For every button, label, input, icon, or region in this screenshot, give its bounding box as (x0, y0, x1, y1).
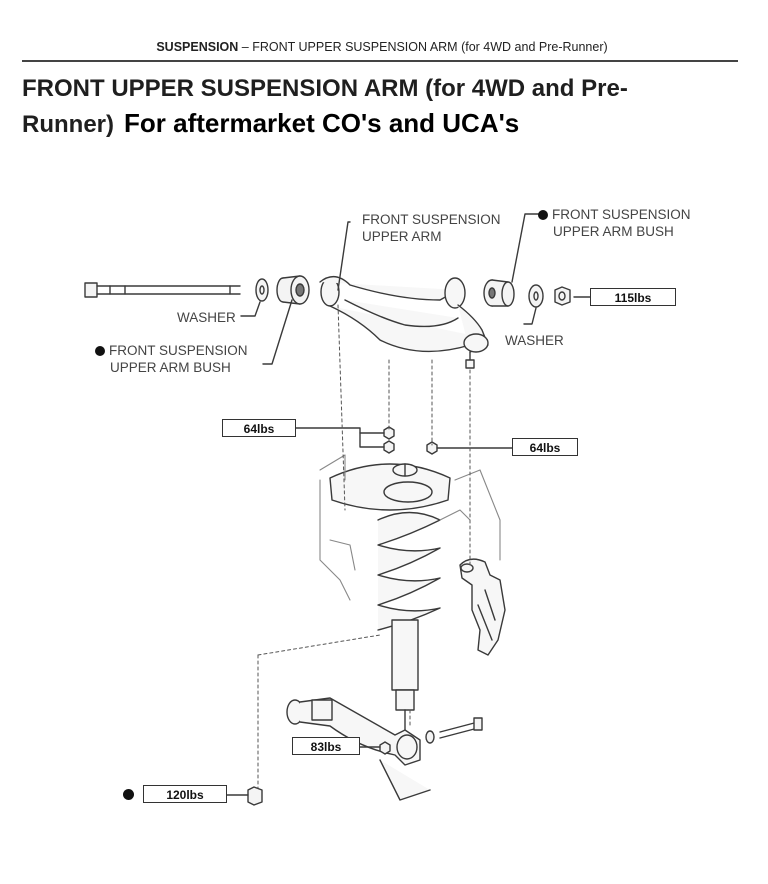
arm-nut-part (554, 286, 571, 306)
bush-left-part (276, 275, 310, 305)
label-bush-right-line2: UPPER ARM BUSH (553, 224, 674, 239)
bullet-icon (538, 210, 548, 220)
label-washer-right: WASHER (505, 333, 564, 348)
label-upper-arm: FRONT SUSPENSION UPPER ARM (362, 211, 501, 245)
page-title: FRONT UPPER SUSPENSION ARM (for 4WD and … (22, 72, 722, 142)
label-bush-left-line1: FRONT SUSPENSION (109, 343, 248, 358)
header-rule (22, 60, 738, 62)
header-separator: – (241, 40, 249, 54)
torque-mount-nut-right: 64lbs (512, 438, 578, 456)
label-washer-left: WASHER (177, 310, 236, 325)
title-note: For aftermarket CO's and UCA's (124, 108, 520, 138)
torque-lower-nut: 120lbs (143, 785, 227, 803)
header-section: SUSPENSION (156, 40, 239, 54)
label-upper-arm-line1: FRONT SUSPENSION (362, 212, 501, 227)
coilover-part (329, 463, 451, 741)
label-bush-left: FRONT SUSPENSION UPPER ARM BUSH (95, 342, 248, 376)
title-line1: FRONT UPPER SUSPENSION ARM (for 4WD and … (22, 75, 628, 102)
label-bush-right-line1: FRONT SUSPENSION (552, 207, 691, 222)
torque-arm-nut: 115lbs (590, 288, 676, 306)
bullet-icon (95, 346, 105, 356)
arm-bolt (84, 282, 241, 298)
mount-nuts (383, 426, 438, 455)
washer-left-part (255, 278, 269, 302)
lower-bolt-part (379, 717, 483, 755)
bush-right-part (483, 279, 515, 307)
label-bush-right: FRONT SUSPENSION UPPER ARM BUSH (538, 206, 691, 240)
title-line2: Runner) (22, 111, 114, 138)
header-subtitle: FRONT UPPER SUSPENSION ARM (for 4WD and … (252, 40, 608, 54)
page-header: SUSPENSION – FRONT UPPER SUSPENSION ARM … (26, 40, 738, 54)
bullet-icon (123, 789, 134, 800)
label-bush-left-line2: UPPER ARM BUSH (110, 360, 231, 375)
washer-right-part (528, 284, 544, 308)
upper-arm-part (319, 276, 489, 369)
torque-mount-nuts-left: 64lbs (222, 419, 296, 437)
label-upper-arm-line2: UPPER ARM (362, 229, 442, 244)
frame-ghost (319, 454, 501, 601)
steering-knuckle-part (459, 558, 506, 656)
lower-nut-part (247, 786, 263, 806)
torque-lower-bolt: 83lbs (292, 737, 360, 755)
